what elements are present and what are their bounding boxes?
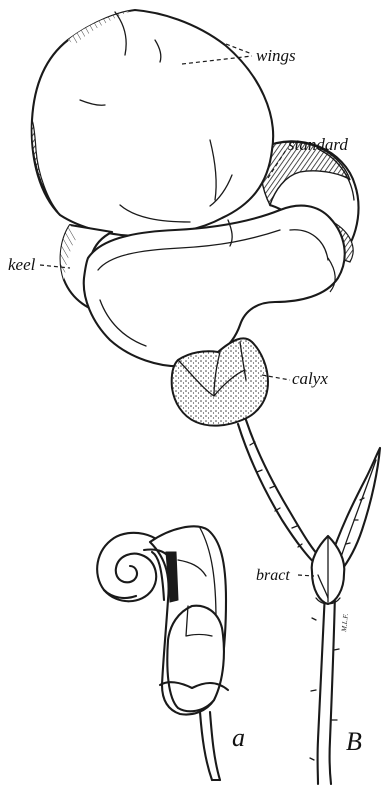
wings-label: wings — [256, 46, 296, 65]
bract-label: bract — [256, 567, 290, 584]
pedicel — [238, 420, 324, 566]
panel-b-label: B — [346, 727, 362, 756]
calyx-label: calyx — [292, 369, 328, 388]
keel-label: keel — [8, 255, 36, 274]
panel-a-label: a — [232, 723, 245, 752]
standard-label: standard — [288, 135, 348, 154]
keel-detail — [97, 526, 228, 780]
main-flower — [32, 10, 359, 566]
wing-petal — [32, 10, 273, 236]
artist-initials: M.L.F. — [340, 613, 350, 633]
